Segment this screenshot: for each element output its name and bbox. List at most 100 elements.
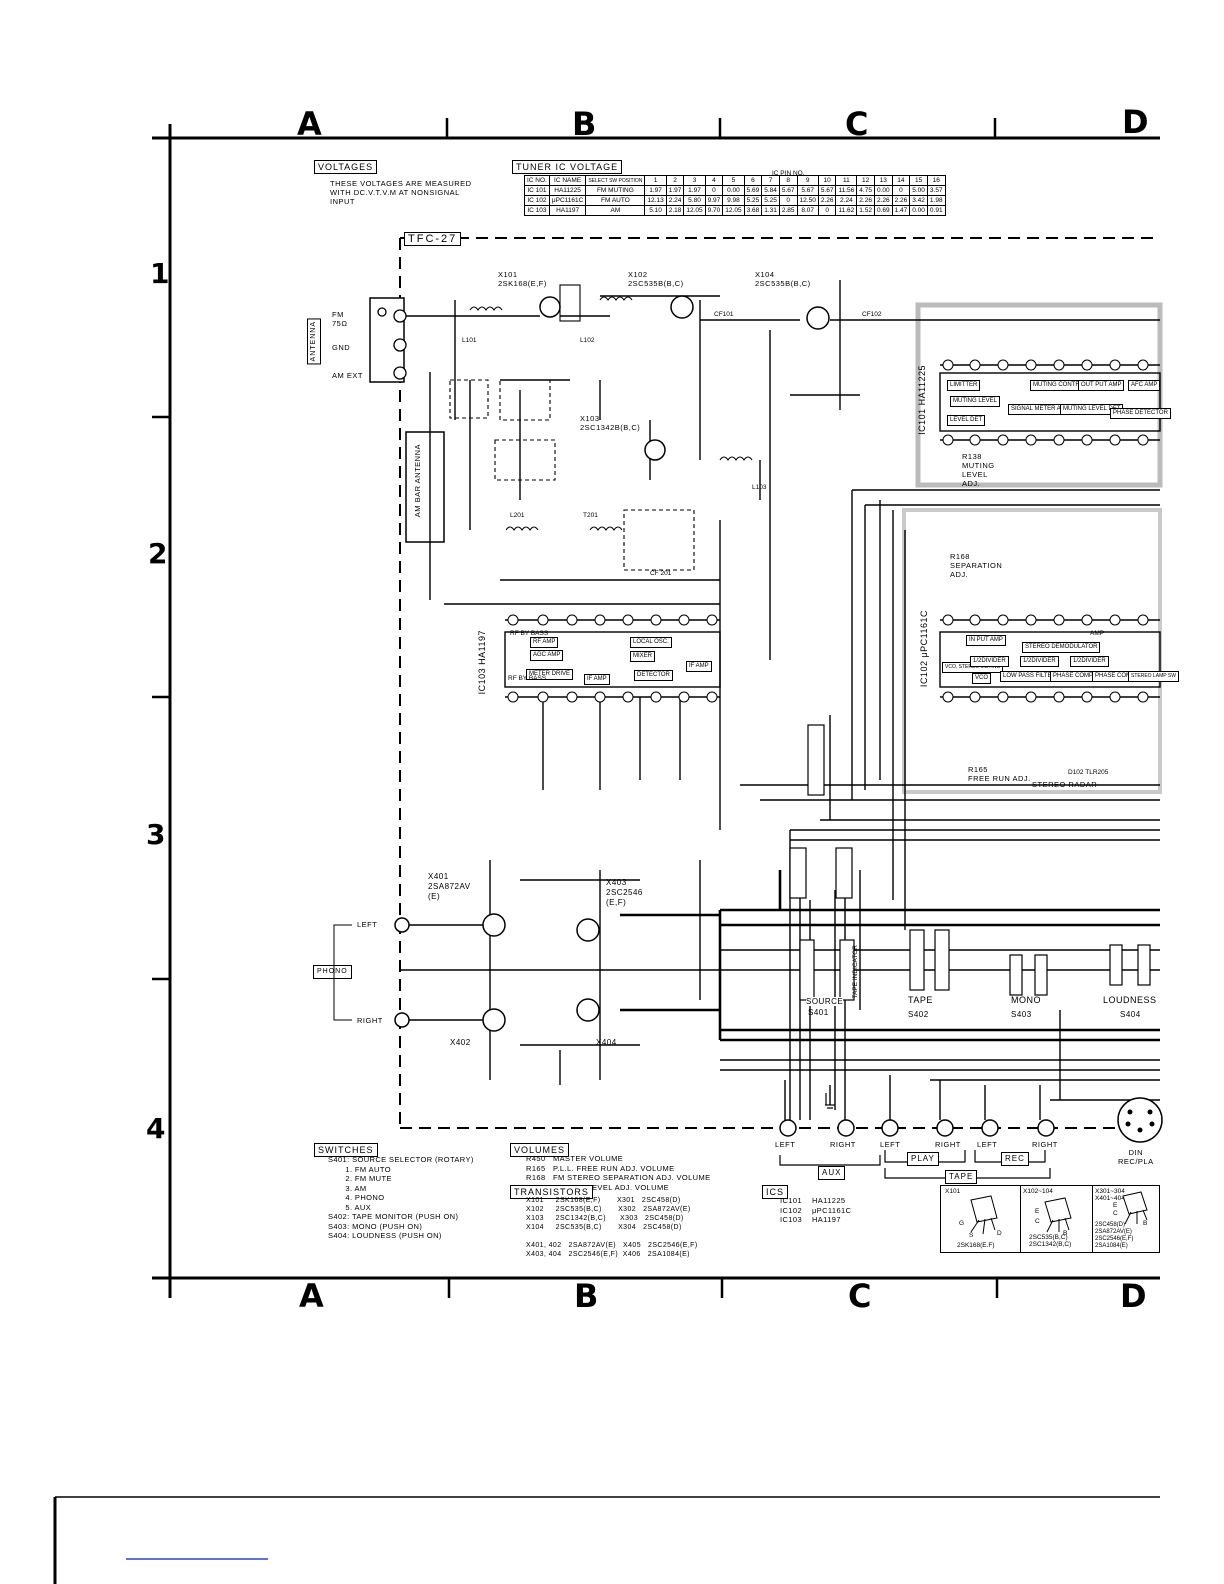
- table-cell: 4.75: [856, 185, 875, 196]
- table-cell: 1.97: [665, 185, 685, 196]
- ic101-block-phase-detector: PHASE DETECTOR: [1110, 408, 1171, 419]
- rec-left-label: LEFT: [977, 1140, 998, 1149]
- grid-col-c-top: C: [845, 105, 869, 143]
- pinout-caption: 2SK168(E.F): [957, 1242, 995, 1249]
- cf102-label: CF102: [862, 311, 882, 318]
- table-cell: 11.62: [835, 205, 858, 216]
- grid-col-a-bottom: A: [299, 1277, 324, 1315]
- table-header-cell: 10: [817, 175, 837, 186]
- table-header-row: IC NO. IC NAME SELECT SW POSITION 1 2 3 …: [524, 175, 946, 186]
- am-bar-antenna-label: AM BAR ANTENNA: [413, 444, 422, 518]
- table-cell: 11.56: [835, 185, 858, 196]
- pinout-title: X301~304 X401~404: [1095, 1188, 1125, 1202]
- board-label: TFC-27: [404, 232, 462, 246]
- ic101-block-muting-level: MUTING LEVEL: [950, 396, 1001, 407]
- table-header-cell: IC NAME: [548, 175, 587, 186]
- tuner-ic-voltage-table: IC NO. IC NAME SELECT SW POSITION 1 2 3 …: [524, 175, 946, 216]
- phono-label: PHONO: [313, 965, 352, 979]
- table-header-cell: 1: [644, 175, 667, 186]
- grid-row-4: 4: [146, 1112, 166, 1145]
- x103-label: X103 2SC1342B(B,C): [580, 414, 641, 432]
- table-header-cell: 16: [926, 175, 946, 186]
- table-row: IC 101 HA11225 FM MUTING 1.97 1.97 1.97 …: [524, 185, 946, 196]
- stereo-radar-label: STEREO RADAR: [1032, 780, 1098, 789]
- din-label: DIN REC/PLA: [1118, 1148, 1154, 1166]
- table-cell: FM MUTING: [585, 185, 646, 196]
- mono-switch-label: MONO: [1011, 995, 1041, 1005]
- rec-right-label: RIGHT: [1032, 1140, 1058, 1149]
- table-cell: 2.26: [873, 195, 893, 206]
- table-cell: 1.31: [761, 205, 780, 216]
- fm-input-label: FM 75Ω: [332, 310, 348, 328]
- r165-annotation: R165 FREE RUN ADJ.: [968, 765, 1031, 783]
- table-header-cell: 12: [856, 175, 875, 186]
- ic101-block-limitter: LIMITTER: [947, 380, 981, 391]
- table-header-cell: 6: [743, 175, 763, 186]
- ic101-block-level-det: LEVEL DET: [947, 415, 986, 426]
- source-switch-label: SOURCE: [806, 997, 844, 1006]
- ic102-block-stereo-lamp-sw: STEREO LAMP SW: [1128, 671, 1179, 682]
- table-header-cell: 5: [722, 175, 745, 186]
- l101-label: L101: [462, 337, 477, 344]
- pin-label: C: [1035, 1218, 1040, 1225]
- pinout-x102-104: X102~104 E C B 2SC535(B,C) 2SC1342(B,C): [1020, 1185, 1094, 1253]
- ic102-block-phase-comp-1: PHASE COMP.: [1050, 671, 1097, 682]
- table-cell: 12.13: [644, 195, 667, 206]
- table-cell: 1.47: [891, 205, 911, 216]
- table-cell: 0: [891, 185, 911, 196]
- table-cell: 0: [778, 195, 798, 206]
- ics-title: ICS: [762, 1185, 789, 1199]
- table-cell: 3.57: [926, 185, 946, 196]
- voltages-note: THESE VOLTAGES ARE MEASURED WITH DC.V.T.…: [330, 179, 472, 206]
- table-cell: 2.26: [856, 195, 875, 206]
- grid-col-b-bottom: B: [574, 1277, 599, 1315]
- tape-switch-label: TAPE: [908, 995, 933, 1005]
- ic103-block-meter-drive: METER DRIVE: [526, 669, 574, 680]
- table-cell: 0.69: [873, 205, 893, 216]
- ic103-block-if-amp-1: IF AMP: [686, 661, 712, 672]
- pin-label: C: [1113, 1210, 1118, 1217]
- aux-right-label: RIGHT: [830, 1140, 856, 1149]
- table-cell: 9.98: [722, 195, 745, 206]
- table-cell: 1.52: [856, 205, 875, 216]
- l103-label: L103: [752, 484, 767, 491]
- table-cell: 9.97: [704, 195, 724, 206]
- table-header-cell: 15: [909, 175, 928, 186]
- table-cell: HA1197: [548, 205, 587, 216]
- table-cell: 0.00: [722, 185, 745, 196]
- ic102-block-amp: AMP: [1090, 630, 1105, 637]
- table-cell: 12.05: [722, 205, 745, 216]
- tape-label: TAPE: [945, 1170, 978, 1184]
- rf-by-bass-label: RF BY BASS: [510, 630, 549, 637]
- grid-row-2: 2: [148, 537, 168, 570]
- ic102-block-divider-1: 1/2DIVIDER: [970, 656, 1009, 667]
- ic103-block-mixer: MIXER: [630, 651, 656, 662]
- table-cell: 5.67: [817, 185, 837, 196]
- table-cell: 12.05: [683, 205, 706, 216]
- table-header-cell: 9: [796, 175, 819, 186]
- transistors-legend: X101 2SK168(E,F) X301 2SC458(D) X102 2SC…: [526, 1197, 698, 1258]
- s401-label: S401: [808, 1008, 829, 1017]
- aux-label: AUX: [818, 1166, 846, 1180]
- ic102-block-divider-3: 1/2DIVIDER: [1070, 656, 1109, 667]
- r138-annotation: R138 MUTING LEVEL ADJ.: [962, 452, 995, 488]
- table-cell: IC 101: [524, 185, 550, 196]
- pin-label: D: [997, 1230, 1002, 1237]
- x404-label: X404: [596, 1038, 617, 1047]
- tuner-ic-voltage-title: TUNER IC VOLTAGE: [512, 160, 623, 174]
- pinout-x301-304: X301~304 X401~404 E C B 2SC458(D) 2SA872…: [1092, 1185, 1160, 1253]
- pin-label: S: [969, 1232, 974, 1239]
- ic103-block-detector: DETECTOR: [634, 670, 673, 681]
- table-cell: IC 103: [524, 205, 550, 216]
- grid-col-d-top: D: [1122, 103, 1149, 141]
- table-header-cell: 3: [683, 175, 706, 186]
- table-cell: 5.25: [761, 195, 780, 206]
- table-cell: IC 102: [524, 195, 550, 206]
- d102-label: D102 TLR205: [1068, 769, 1109, 776]
- l102-label: L102: [580, 337, 595, 344]
- table-cell: 2.24: [665, 195, 685, 206]
- rf-by-bass-label-2: RF BY BASS: [508, 675, 547, 682]
- table-cell: 5.69: [743, 185, 763, 196]
- play-label: PLAY: [907, 1152, 939, 1166]
- x402-label: X402: [450, 1038, 471, 1047]
